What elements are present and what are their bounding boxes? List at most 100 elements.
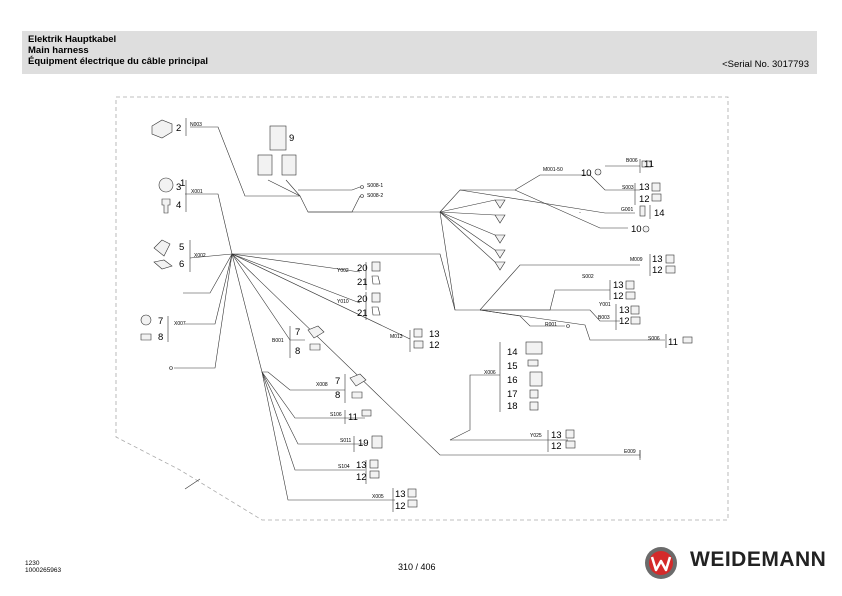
num-13h: 13 — [551, 430, 562, 441]
num-18: 18 — [507, 401, 518, 412]
connector-14-icon — [525, 341, 543, 355]
code-X002: X002 — [194, 253, 206, 259]
page-number: 310 / 406 — [398, 562, 436, 572]
code-M009: M009 — [630, 257, 643, 263]
num-14: 14 — [654, 208, 665, 219]
num-10: 10 — [581, 168, 592, 179]
code-X007: X007 — [174, 321, 186, 327]
connector-21-icon — [371, 275, 381, 285]
code-S008-2: S008-2 — [367, 193, 383, 199]
num-7: 7 — [158, 316, 163, 327]
connector-5-icon — [153, 239, 171, 257]
num-13d: 13 — [639, 182, 650, 193]
num-5: 5 — [179, 242, 184, 253]
num-21: 21 — [357, 277, 368, 288]
header-bar: Elektrik Hauptkabel Main harness Équipme… — [22, 31, 817, 74]
code-R001: R001 — [545, 322, 557, 328]
num-13: 13 — [429, 329, 440, 340]
connector-3-icon — [158, 177, 174, 193]
num-2: 2 — [176, 123, 181, 134]
num-11: 11 — [348, 412, 358, 423]
num-15: 15 — [507, 361, 518, 372]
code-G001: G001 — [621, 207, 633, 213]
num-4: 4 — [176, 200, 181, 211]
code-N003: N003 — [190, 122, 202, 128]
num-14b: 14 — [507, 347, 518, 358]
code-S006: S006 — [648, 336, 660, 342]
title-de: Elektrik Hauptkabel — [28, 34, 117, 45]
num-8b: 8 — [295, 346, 300, 357]
connector-6-icon — [153, 259, 173, 270]
title-fr: Équipment électrique du câble principal — [28, 56, 209, 67]
num-12f: 12 — [613, 291, 624, 302]
num-12: 12 — [429, 340, 440, 351]
wiring — [174, 126, 665, 501]
code-Y001: Y001 — [599, 302, 611, 308]
main-callout: 1 — [180, 178, 185, 189]
num-20: 20 — [357, 263, 368, 274]
code-X001: X001 — [191, 189, 203, 195]
connector-4-icon — [161, 198, 171, 214]
num-13e: 13 — [652, 254, 663, 265]
num-13b: 13 — [356, 460, 367, 471]
code-B001: B001 — [272, 338, 284, 344]
num-12b: 12 — [356, 472, 367, 483]
connector-20-icon — [371, 261, 381, 272]
code-X006: X006 — [484, 370, 496, 376]
title-en: Main harness — [28, 45, 89, 56]
code-S104: S104 — [338, 464, 350, 470]
connector-symbols — [140, 119, 693, 508]
num-7b: 7 — [295, 327, 300, 338]
connector-2-icon — [151, 119, 173, 139]
num-11c: 11 — [668, 337, 678, 348]
code-B003: B003 — [598, 315, 610, 321]
frame-border — [115, 96, 729, 521]
code-Y025: Y025 — [530, 433, 542, 439]
num-21b: 21 — [357, 308, 368, 319]
num-8: 8 — [158, 332, 163, 343]
code-M013: M013 — [390, 334, 403, 340]
code-B006: B006 — [626, 158, 638, 164]
num-11b: 11 — [644, 159, 654, 170]
num-12h: 12 — [551, 441, 562, 452]
num-6: 6 — [179, 259, 184, 270]
num-13c: 13 — [395, 489, 406, 500]
code-E009: E009 — [624, 449, 636, 455]
code-S011: S011 — [340, 438, 352, 444]
num-19: 19 — [358, 438, 369, 449]
num-9: 9 — [289, 133, 294, 144]
connector-9-icon — [269, 125, 287, 151]
num-8c: 8 — [335, 390, 340, 401]
num-17: 17 — [507, 389, 518, 400]
connector-7-icon — [140, 314, 152, 326]
code-S002: S002 — [582, 274, 594, 280]
brand-logo-icon — [645, 547, 677, 579]
num-10b: 10 — [631, 224, 642, 235]
label-ticks — [167, 118, 667, 512]
footer-code-1: 1230 — [25, 560, 40, 567]
code-S008-1: S008-1 — [367, 183, 383, 189]
num-13f: 13 — [613, 280, 624, 291]
code-X005: X005 — [372, 494, 384, 500]
num-16: 16 — [507, 375, 518, 386]
code-S106: S106 — [330, 412, 342, 418]
code-Y010: Y010 — [337, 299, 349, 305]
num-12e: 12 — [652, 265, 663, 276]
num-7c: 7 — [335, 376, 340, 387]
num-12d: 12 — [639, 194, 650, 205]
brand-name: WEIDEMANN — [690, 548, 827, 571]
serial-number: <Serial No. 3017793 — [722, 59, 809, 70]
num-12c: 12 — [395, 501, 406, 512]
code-S003: S003 — [622, 185, 634, 191]
code-X008: X008 — [316, 382, 328, 388]
num-3: 3 — [176, 182, 181, 193]
num-13g: 13 — [619, 305, 630, 316]
connector-19-icon — [371, 435, 383, 449]
code-M001-50: M001-50 — [543, 167, 563, 173]
code-Y002: Y002 — [337, 268, 349, 274]
footer-code-2: 1000265963 — [25, 567, 62, 574]
labels: 1 N003 2 9 X001 3 4 X002 5 6 X007 7 8 Y0… — [158, 122, 678, 512]
num-20b: 20 — [357, 294, 368, 305]
callout-leader — [184, 478, 201, 490]
